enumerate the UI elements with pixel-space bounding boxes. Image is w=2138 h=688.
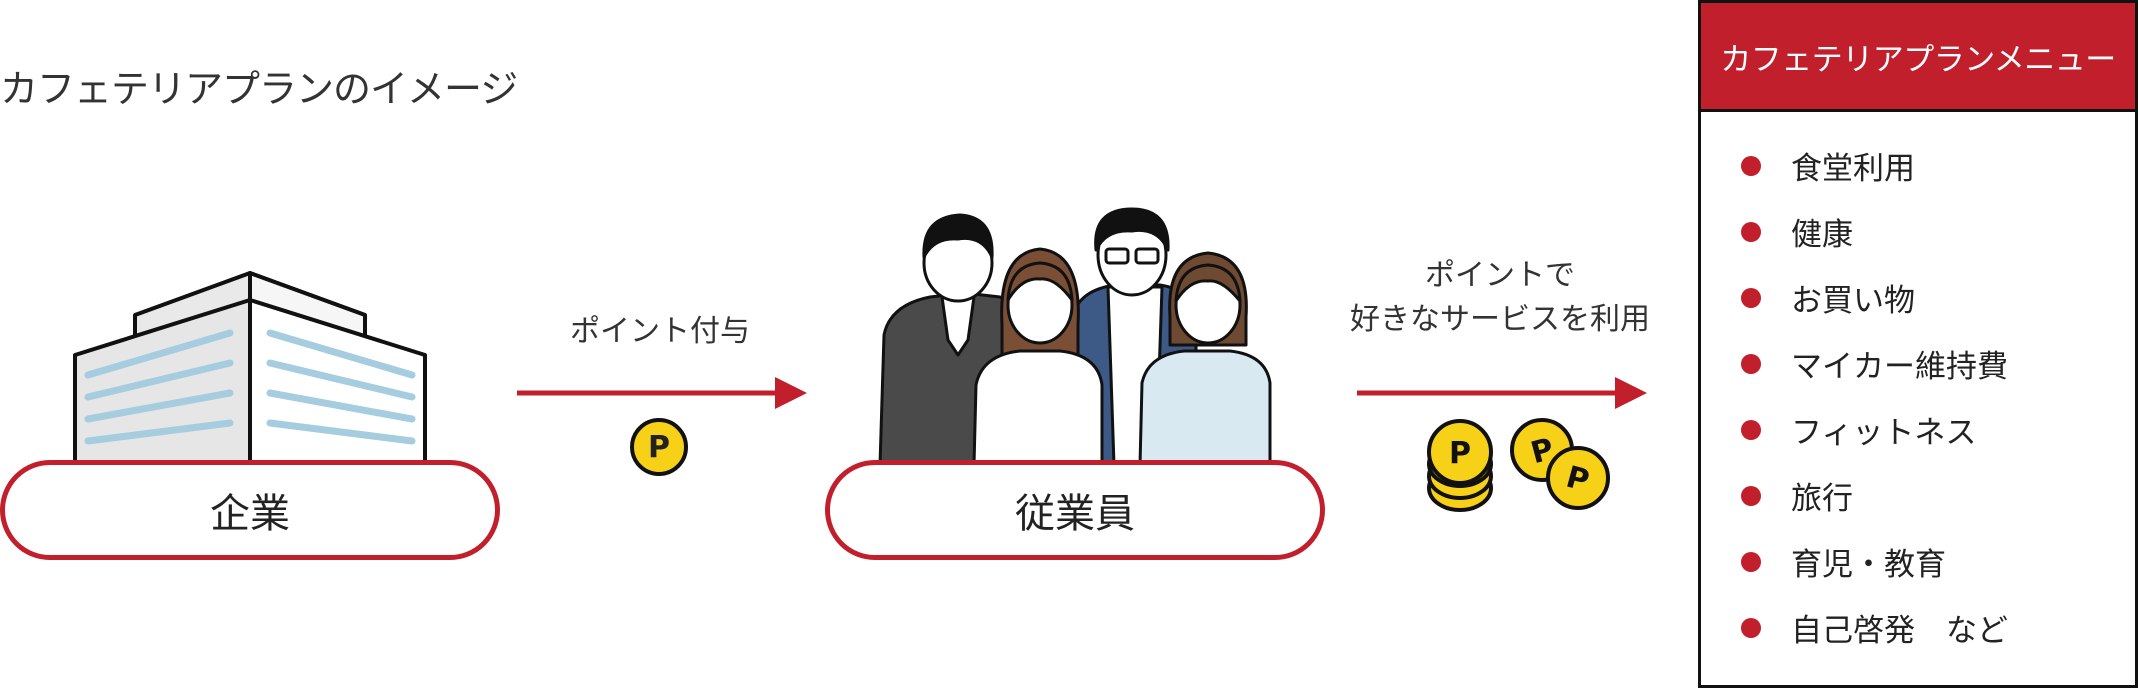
menu-item-shopping: お買い物: [1741, 275, 1915, 320]
bullet-dot-icon: [1741, 551, 1761, 572]
menu-item-cafeteria: 食堂利用: [1741, 143, 1915, 188]
menu-item-childcare: 育児・教育: [1741, 539, 1946, 584]
menu-item-car: マイカー維持費: [1741, 341, 2008, 386]
bullet-dot-icon: [1741, 485, 1761, 506]
page-title: カフェテリアプランのイメージ: [0, 67, 518, 111]
employees-group-icon: [878, 207, 1272, 465]
menu-item-label: 食堂利用: [1791, 151, 1915, 187]
coin-label: P: [648, 429, 670, 465]
bullet-dot-icon: [1741, 287, 1761, 308]
cafeteria-menu-panel: カフェテリアプランメニュー 食堂利用 健康 お買い物 マイカー維持費 フィットネ…: [1698, 0, 2138, 688]
flow2-caption-line2: 好きなサービスを利用: [1350, 302, 1650, 337]
point-coin-icon: P: [630, 418, 688, 476]
bullet-dot-icon: [1741, 353, 1761, 374]
flow1-caption: ポイント付与: [570, 314, 750, 349]
menu-item-label: フィットネス: [1791, 415, 1977, 451]
menu-item-label: 育児・教育: [1791, 547, 1946, 583]
arrow-right-icon: [517, 377, 807, 409]
bullet-dot-icon: [1741, 617, 1761, 638]
menu-item-label: 旅行: [1791, 481, 1853, 517]
employees-pill: 従業員: [825, 460, 1325, 560]
arrow-right-icon: [1357, 377, 1647, 409]
menu-item-health: 健康: [1741, 209, 1853, 254]
company-pill: 企業: [0, 460, 500, 560]
menu-header: カフェテリアプランメニュー: [1701, 3, 2135, 112]
menu-item-travel: 旅行: [1741, 473, 1853, 518]
point-coins-stack-icon: P P P: [1427, 418, 1610, 512]
menu-item-fitness: フィットネス: [1741, 407, 1976, 452]
flow2-caption: ポイントで 好きなサービスを利用: [1315, 254, 1685, 342]
menu-item-self-development: 自己啓発 など: [1741, 605, 2008, 650]
bullet-dot-icon: [1741, 221, 1761, 242]
office-building-icon: [73, 271, 427, 465]
coin-label: P: [1449, 436, 1471, 471]
menu-item-label: マイカー維持費: [1791, 349, 2008, 385]
bullet-dot-icon: [1741, 419, 1761, 440]
bullet-dot-icon: [1741, 155, 1761, 176]
menu-item-label: お買い物: [1791, 283, 1915, 319]
menu-item-label: 健康: [1791, 217, 1853, 253]
flow2-caption-line1: ポイントで: [1425, 258, 1575, 293]
menu-item-label: 自己啓発 など: [1791, 613, 2008, 649]
